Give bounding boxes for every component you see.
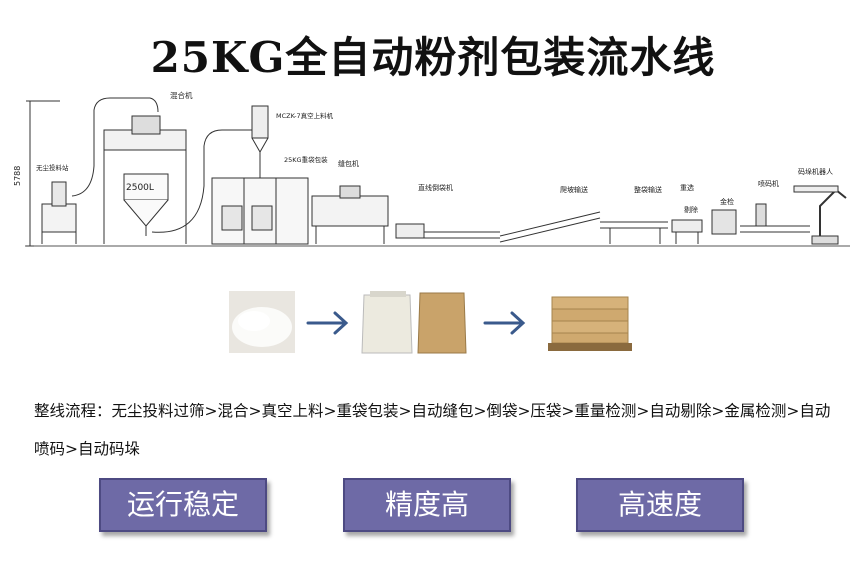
packer-label: 25KG重袋包装 — [284, 155, 328, 164]
feature-precision-badge: 精度高 — [343, 478, 511, 532]
feature-stable-badge: 运行稳定 — [99, 478, 267, 532]
mixer-label: 混合机 — [170, 90, 193, 100]
feature-speed-badge: 高速度 — [576, 478, 744, 532]
powder-image — [229, 291, 295, 353]
product-flow — [229, 291, 632, 354]
pallet-image — [548, 296, 632, 351]
arrow-icon — [483, 311, 526, 335]
height-label: 5788 — [13, 166, 22, 186]
robot-label: 码垛机器人 — [798, 167, 833, 176]
arrow-icon — [306, 311, 349, 335]
white-bag-image — [361, 291, 413, 354]
tank-label: 2500L — [126, 183, 154, 193]
production-line-diagram: 5788 无尘投料站 混合机 2500L MCZK-7真空上料机 25KG重袋包… — [13, 90, 850, 247]
reject-label: 剔除 — [684, 205, 698, 214]
feeder-label: 无尘投料站 — [36, 163, 69, 172]
kraft-bag-image — [417, 292, 467, 354]
climb-conveyor-label: 爬坡输送 — [560, 185, 588, 194]
sewing-label: 缝包机 — [338, 159, 359, 168]
page-title: 25KG全自动粉剂包装流水线 — [150, 33, 716, 82]
turner-label: 直线倒袋机 — [418, 183, 453, 192]
weigh-label: 重选 — [680, 183, 694, 192]
metal-detect-label: 金检 — [720, 197, 734, 206]
press-conveyor-label: 整袋输送 — [634, 185, 662, 194]
printer-label: 喷码机 — [758, 179, 779, 188]
process-flow-text: 整线流程：无尘投料过筛>混合>真空上料>重袋包装>自动缝包>倒袋>压袋>重量检测… — [34, 402, 831, 458]
vacuum-loader-label: MCZK-7真空上料机 — [276, 111, 334, 120]
